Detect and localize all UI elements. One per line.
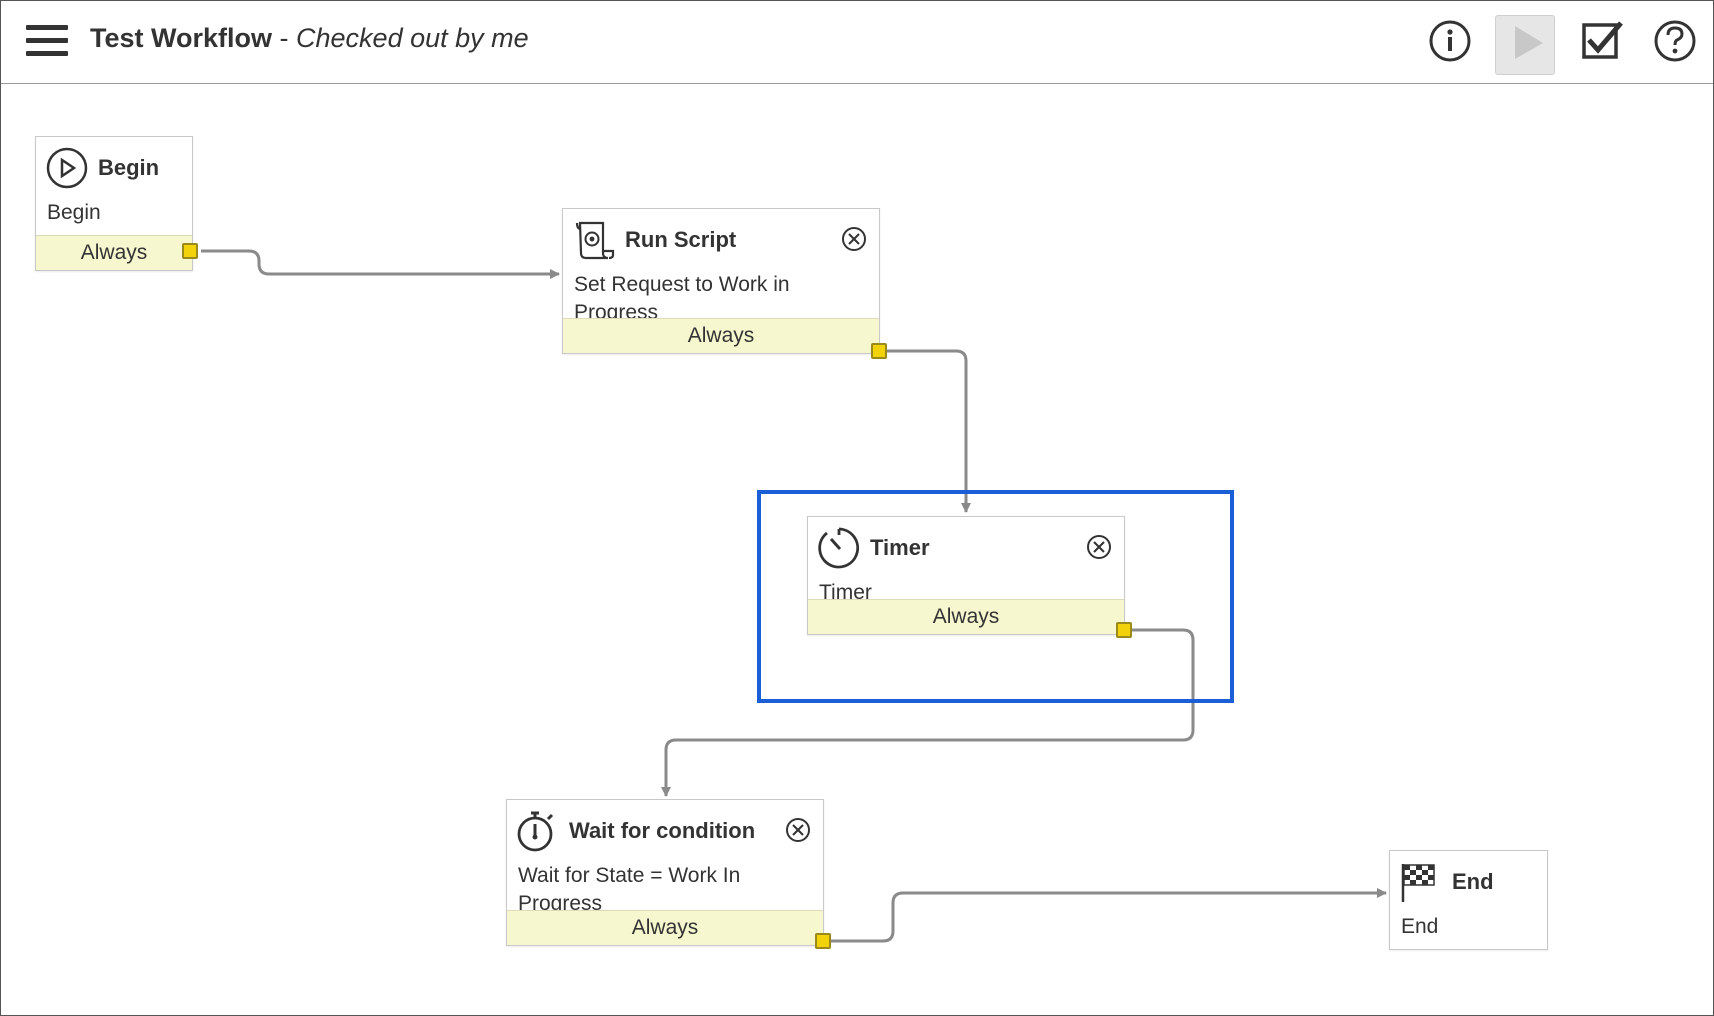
connector-run-script-to-timer — [886, 349, 971, 513]
output-port-begin[interactable] — [182, 243, 198, 259]
page-title: Test Workflow - Checked out by me — [90, 23, 529, 54]
node-description-line: Set Request to Work in — [574, 273, 790, 296]
node-title: Timer — [870, 535, 930, 560]
node-condition-always[interactable]: Always — [507, 910, 823, 945]
node-header: Timer — [818, 527, 1114, 569]
node-title: Begin — [98, 155, 160, 180]
play-icon — [1515, 26, 1543, 59]
workflow-canvas[interactable]: Begin Begin Always Run Script — [1, 84, 1713, 1015]
node-description: Wait for State = Work In Progress — [518, 862, 740, 918]
connector-layer — [201, 249, 1387, 943]
toolbar: Test Workflow - Checked out by me — [1, 1, 1713, 84]
help-button[interactable] — [1645, 15, 1705, 75]
workflow-status: Checked out by me — [296, 23, 529, 53]
node-header: Wait for condition — [517, 810, 813, 852]
close-icon[interactable] — [1084, 532, 1114, 562]
play-circle-icon — [46, 147, 88, 189]
close-icon[interactable] — [839, 224, 869, 254]
node-begin[interactable]: Begin Begin Always — [35, 136, 193, 271]
node-title: Run Script — [625, 227, 737, 252]
output-port-run-script[interactable] — [871, 343, 887, 359]
title-separator: - — [272, 23, 297, 53]
validate-button[interactable] — [1571, 15, 1631, 75]
node-condition-always[interactable]: Always — [36, 235, 192, 270]
close-icon[interactable] — [783, 815, 813, 845]
node-timer[interactable]: Timer Timer Always — [807, 516, 1125, 635]
connector-begin-to-run-script — [201, 249, 560, 279]
info-button[interactable] — [1420, 15, 1480, 75]
script-scroll-icon — [575, 221, 615, 260]
selection-highlight — [757, 490, 1234, 703]
node-title: End — [1452, 869, 1494, 894]
timer-dial-icon — [818, 527, 860, 569]
node-run-script[interactable]: Run Script Set Request to Work in Progre… — [562, 208, 880, 354]
node-header: End — [1400, 861, 1537, 902]
node-description: End — [1401, 915, 1439, 938]
node-description-line: Progress — [518, 892, 603, 915]
help-icon — [1654, 20, 1696, 62]
output-port-wait-for-condition[interactable] — [815, 933, 831, 949]
hamburger-menu-icon[interactable] — [26, 25, 68, 57]
node-end[interactable]: End End — [1389, 850, 1548, 950]
node-description-line: Wait for State = Work In — [518, 864, 741, 887]
checkbox-check-icon — [1582, 21, 1623, 59]
checkered-flag-icon — [1401, 864, 1435, 902]
run-button[interactable] — [1495, 15, 1555, 75]
workflow-name: Test Workflow — [90, 23, 273, 53]
connector-wait-to-end — [830, 888, 1387, 943]
node-condition-always[interactable]: Always — [563, 318, 879, 353]
node-description: Timer — [819, 581, 872, 604]
node-title: Wait for condition — [569, 818, 756, 843]
info-icon — [1429, 20, 1471, 62]
node-header: Begin — [46, 147, 182, 189]
output-port-timer[interactable] — [1116, 622, 1132, 638]
connector-timer-to-wait — [661, 628, 1195, 797]
node-wait-for-condition[interactable]: Wait for condition Wait for State = Work… — [506, 799, 824, 946]
node-condition-always[interactable]: Always — [808, 599, 1124, 634]
node-header: Run Script — [573, 219, 869, 260]
node-description: Begin — [47, 201, 101, 224]
stopwatch-icon — [517, 811, 554, 852]
